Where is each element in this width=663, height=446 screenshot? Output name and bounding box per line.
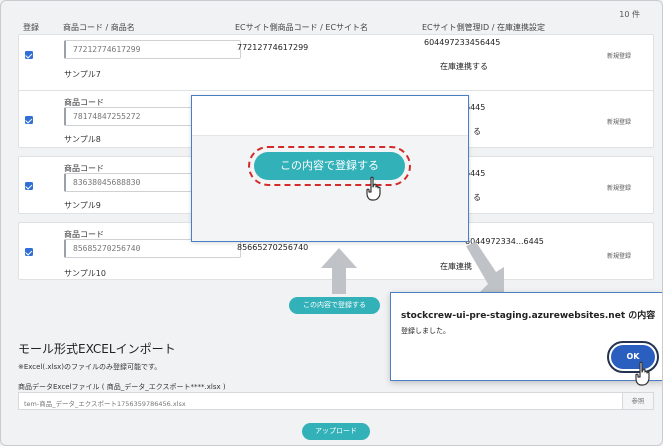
- confirm-dialog: この内容で登録する: [191, 95, 469, 242]
- product-name: サンプル8: [64, 135, 101, 144]
- ec-product-code: 85665270256740: [237, 243, 309, 252]
- hand-cursor-icon: [635, 361, 650, 386]
- register-type: 新規登録: [607, 253, 632, 260]
- product-name: サンプル10: [64, 269, 106, 278]
- column-header-ec: ECサイト側商品コード / ECサイト名: [235, 23, 369, 32]
- alert-dialog: stockcrew-ui-pre-staging.azurewebsites.n…: [390, 292, 662, 381]
- register-type: 新規登録: [607, 119, 632, 126]
- stock-sync-status[interactable]: 在庫連携する: [440, 62, 488, 71]
- register-checkbox[interactable]: [25, 182, 33, 190]
- alert-dialog-title: stockcrew-ui-pre-staging.azurewebsites.n…: [401, 311, 656, 321]
- confirm-dialog-header: [192, 96, 468, 136]
- product-code-label: 商品コード: [64, 98, 104, 107]
- upload-button[interactable]: アップロード: [302, 423, 370, 440]
- confirm-register-button[interactable]: この内容で登録する: [254, 152, 405, 180]
- product-code-label: 商品コード: [64, 230, 104, 239]
- import-section-title: モール形式EXCELインポート: [18, 342, 176, 356]
- ec-management-id: 6445: [465, 169, 486, 178]
- file-input[interactable]: tem-商品_データ_エクスポート1756359786456.xlsx: [18, 392, 623, 410]
- register-button[interactable]: この内容で登録する: [289, 297, 380, 314]
- arrow-up-icon: [321, 248, 357, 294]
- product-name: サンプル7: [64, 70, 101, 79]
- register-checkbox[interactable]: [25, 51, 33, 59]
- hand-cursor-icon: [366, 176, 381, 201]
- product-name: サンプル9: [64, 201, 101, 210]
- column-header-stock: ECサイト側管理ID / 在庫連携設定: [422, 23, 545, 32]
- register-type: 新規登録: [607, 53, 632, 60]
- ec-management-id: 604497233456445: [424, 38, 501, 47]
- column-header-product: 商品コード / 商品名: [63, 23, 135, 32]
- stock-sync-status[interactable]: る: [473, 193, 481, 202]
- file-field-label: 商品データExcelファイル ( 商品_データ_エクスポート****.xlsx …: [18, 383, 226, 391]
- product-code-label: 商品コード: [64, 164, 104, 173]
- ok-focus-ring: [607, 341, 659, 373]
- register-type: 新規登録: [607, 185, 632, 192]
- browse-button[interactable]: 参照: [623, 392, 654, 410]
- column-header-register: 登録: [23, 23, 39, 32]
- stock-sync-status[interactable]: る: [473, 127, 481, 136]
- arrow-down-right-icon: [466, 242, 504, 292]
- ec-management-id: 6044972334...6445: [465, 237, 544, 246]
- product-code-input[interactable]: 77212774617299: [64, 40, 241, 59]
- ok-button[interactable]: OK: [611, 345, 655, 369]
- register-checkbox[interactable]: [25, 248, 33, 256]
- stock-sync-status[interactable]: 在庫連携: [440, 262, 472, 271]
- product-code-input[interactable]: 85685270256740: [64, 239, 241, 258]
- highlight-ring: [248, 146, 411, 186]
- result-count: 10 件: [619, 10, 640, 19]
- table-row: 77212774617299 サンプル7 77212774617299 6044…: [18, 34, 654, 92]
- ec-product-code: 77212774617299: [237, 43, 309, 52]
- ec-management-id: 6445: [465, 103, 486, 112]
- alert-dialog-message: 登録しました。: [401, 327, 450, 335]
- register-checkbox[interactable]: [25, 116, 33, 124]
- import-note: ※Excel(.xlsx)のファイルのみ登録可能です。: [18, 363, 162, 371]
